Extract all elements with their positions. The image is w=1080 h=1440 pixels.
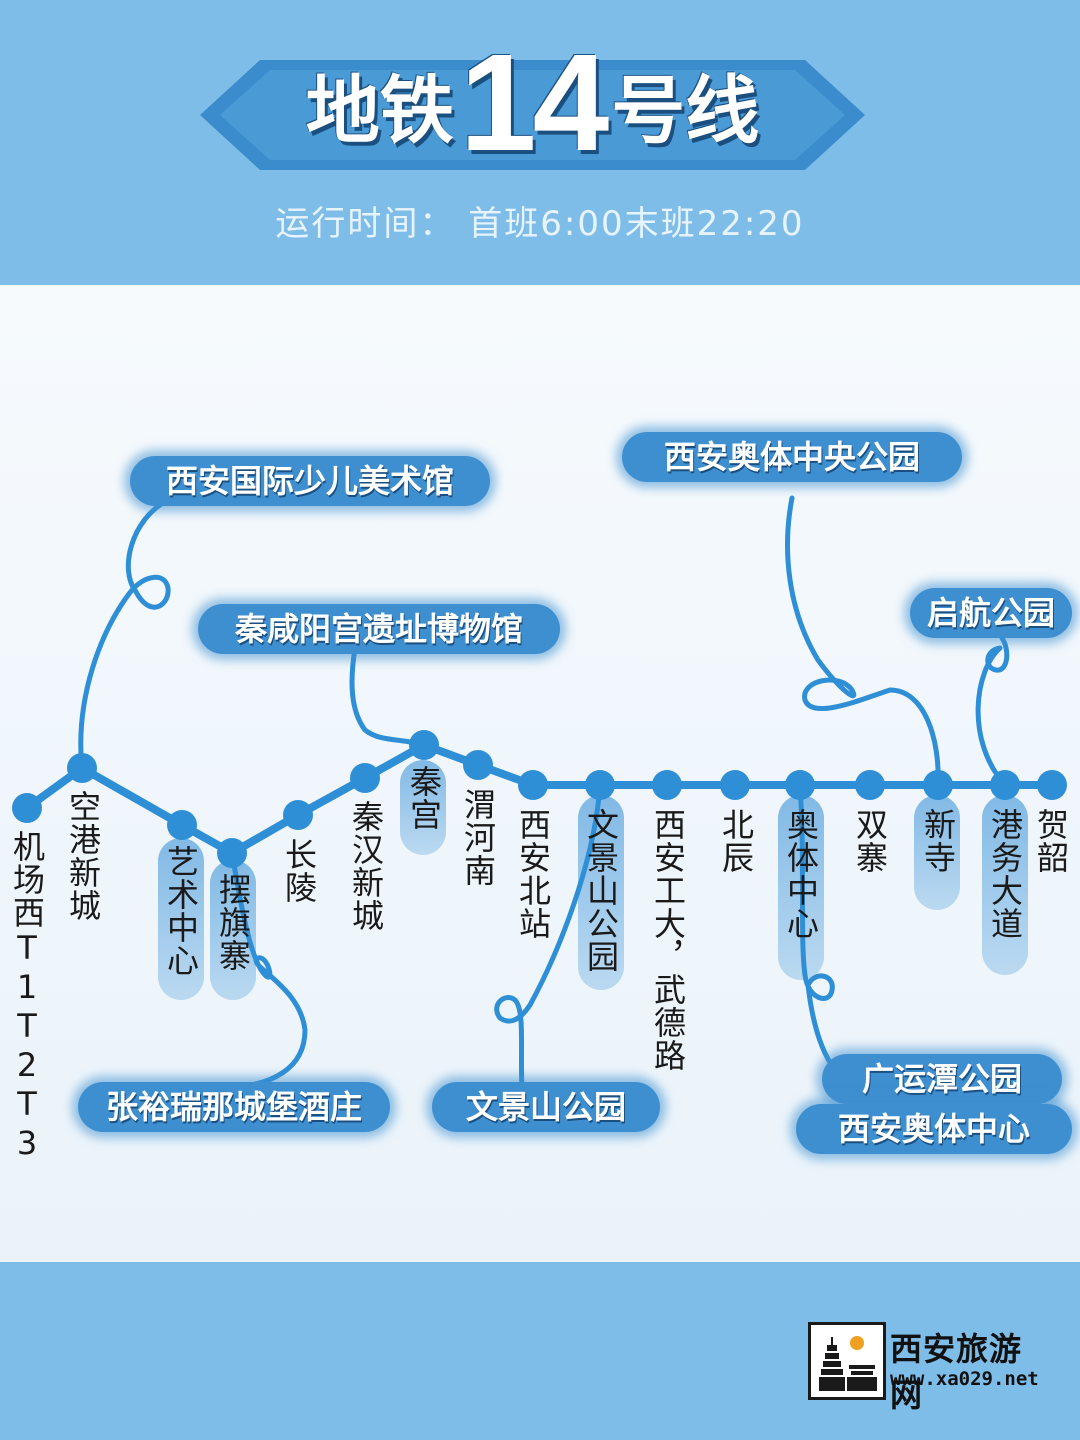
pagoda-icon bbox=[808, 1322, 886, 1400]
station-label-jichangxi: 机场西T1T2T3 bbox=[8, 830, 46, 1163]
station-label-aoti: 奥体中心 bbox=[782, 808, 820, 940]
station-dot-xinsi bbox=[923, 770, 953, 800]
station-label-beizhan: 西安北站 bbox=[514, 808, 552, 940]
highlight-xinsi bbox=[914, 795, 960, 910]
leader-xianyang bbox=[349, 645, 427, 748]
leader-zhangyu bbox=[227, 850, 308, 1091]
station-label-wenjing: 文景山公园 bbox=[582, 808, 620, 973]
poi-guangyun: 广运潭公园 bbox=[822, 1054, 1062, 1104]
operating-hours: 运行时间： 首班6:00末班22:20 bbox=[275, 204, 805, 244]
poi-qihang: 启航公园 bbox=[910, 588, 1072, 638]
station-label-shuangzhai: 双寨 bbox=[851, 808, 889, 874]
station-dot-changling bbox=[283, 800, 313, 830]
leader-qihang bbox=[975, 635, 1010, 788]
footer-band bbox=[0, 1262, 1080, 1440]
station-dot-beizhan bbox=[518, 770, 548, 800]
highlight-yishu bbox=[158, 838, 204, 1000]
station-label-baiqi: 摆旗寨 bbox=[214, 873, 252, 972]
highlight-gangwu bbox=[982, 795, 1028, 975]
poi-wenjing-park: 文景山公园 bbox=[432, 1082, 660, 1132]
station-dot-gongda bbox=[652, 770, 682, 800]
page-title: 地铁 14 号线 bbox=[200, 18, 865, 180]
station-label-qinhan: 秦汉新城 bbox=[347, 800, 385, 932]
leader-shaoer bbox=[78, 497, 171, 771]
station-dot-aoti bbox=[785, 770, 815, 800]
station-label-beichen: 北辰 bbox=[717, 808, 755, 874]
line-14-track bbox=[23, 741, 1056, 857]
station-label-gangwu: 港务大道 bbox=[986, 808, 1024, 940]
leader-aoti-park bbox=[785, 495, 941, 788]
poi-xianyang: 秦咸阳宫遗址博物馆 bbox=[198, 604, 560, 654]
station-dot-weihenan bbox=[463, 750, 493, 780]
title-prefix: 地铁 bbox=[305, 68, 454, 154]
title-number: 14 bbox=[459, 26, 609, 180]
highlight-qingong bbox=[400, 760, 446, 855]
logo-url: www.xa029.net bbox=[890, 1368, 1039, 1390]
station-dot-heshao bbox=[1037, 770, 1067, 800]
station-dot-konggang bbox=[67, 753, 97, 783]
station-dot-shuangzhai bbox=[855, 770, 885, 800]
leader-wenjing-park bbox=[494, 782, 603, 1093]
station-dot-beichen bbox=[720, 770, 750, 800]
title-suffix: 号线 bbox=[611, 68, 760, 154]
station-label-yishu: 艺术中心 bbox=[162, 845, 200, 977]
poi-aoti-park: 西安奥体中央公园 bbox=[622, 432, 962, 482]
station-dot-baiqi bbox=[217, 838, 247, 868]
station-dot-yishu bbox=[167, 810, 197, 840]
poi-zhangyu: 张裕瑞那城堡酒庄 bbox=[78, 1082, 390, 1132]
station-label-gongda: 西安工大，武德路 bbox=[649, 808, 687, 1072]
title-banner bbox=[200, 60, 865, 170]
logo-name: 西安旅游网 bbox=[890, 1330, 1023, 1414]
station-dot-gangwu bbox=[990, 770, 1020, 800]
station-dot-jichangxi bbox=[12, 793, 42, 823]
station-label-qingong: 秦宫 bbox=[405, 765, 443, 831]
station-dot-qinhan bbox=[350, 763, 380, 793]
station-label-weihenan: 渭河南 bbox=[459, 788, 497, 887]
poi-aoti-center: 西安奥体中心 bbox=[796, 1104, 1072, 1154]
station-label-konggang: 空港新城 bbox=[64, 790, 102, 922]
site-logo[interactable]: 西安旅游网 www.xa029.net bbox=[808, 1322, 1048, 1414]
poi-shaoer: 西安国际少儿美术馆 bbox=[130, 456, 490, 506]
station-dot-wenjing bbox=[585, 770, 615, 800]
station-dot-qingong bbox=[409, 730, 439, 760]
highlight-wenjing bbox=[578, 795, 624, 990]
station-label-changling: 长陵 bbox=[280, 838, 318, 904]
leader-guangyun bbox=[797, 782, 838, 1073]
station-label-xinsi: 新寺 bbox=[919, 808, 957, 874]
station-label-heshao: 贺韶 bbox=[1032, 808, 1070, 874]
